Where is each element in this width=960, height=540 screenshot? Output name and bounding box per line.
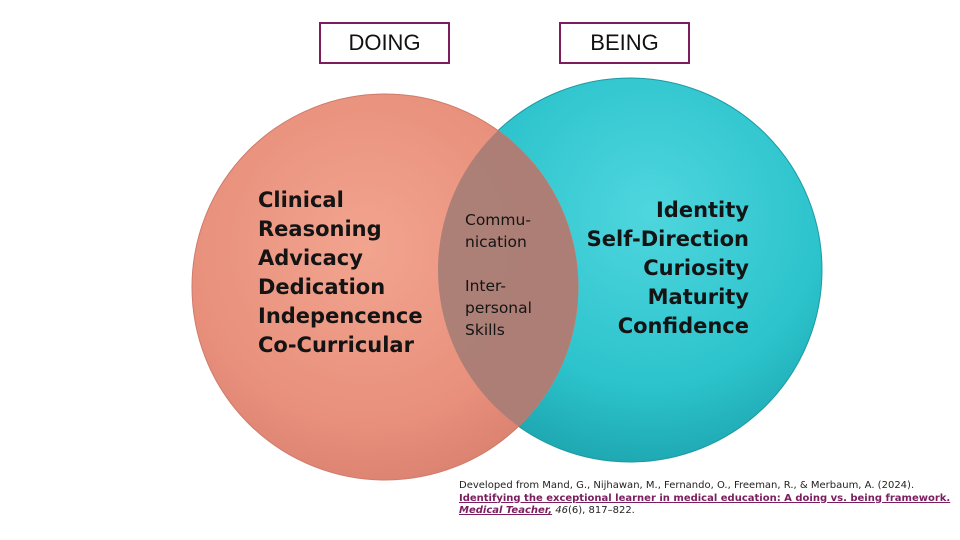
- citation-authors: Developed from Mand, G., Nijhawan, M., F…: [459, 480, 915, 491]
- overlap-item: nication: [465, 233, 527, 251]
- doing-item: Advicacy: [258, 246, 363, 270]
- overlap-item: personal: [465, 299, 532, 317]
- overlap-item: Skills: [465, 321, 505, 339]
- being-label-box: BEING: [559, 22, 690, 64]
- being-label: BEING: [590, 30, 659, 55]
- citation-pages: (6), 817–822.: [567, 505, 635, 516]
- overlap-region: [438, 94, 578, 462]
- being-items: Identity Self-Direction Curiosity Maturi…: [587, 196, 749, 341]
- being-item: Curiosity: [643, 256, 749, 280]
- overlap-item: Commu-: [465, 211, 531, 229]
- citation-volume: 46: [555, 505, 568, 516]
- doing-item: Co-Curricular: [258, 333, 414, 357]
- being-item: Confidence: [617, 314, 749, 338]
- doing-items: Clinical Reasoning Advicacy Dedication I…: [258, 186, 423, 360]
- doing-item: Reasoning: [258, 217, 382, 241]
- doing-item: Dedication: [258, 275, 386, 299]
- doing-item: Clinical: [258, 188, 344, 212]
- citation-title-link[interactable]: Identifying the exceptional learner in m…: [459, 492, 951, 504]
- doing-label: DOING: [348, 30, 421, 55]
- doing-label-box: DOING: [319, 22, 450, 64]
- citation: Developed from Mand, G., Nijhawan, M., F…: [459, 480, 950, 518]
- citation-journal-link[interactable]: Medical Teacher,: [459, 505, 553, 516]
- being-item: Identity: [655, 198, 749, 222]
- being-item: Self-Direction: [586, 227, 749, 251]
- overlap-item: Inter-: [465, 277, 506, 295]
- doing-item: Indepencence: [258, 304, 423, 328]
- overlap-items: Commu- nication Inter- personal Skills: [465, 209, 532, 341]
- being-item: Maturity: [647, 285, 749, 309]
